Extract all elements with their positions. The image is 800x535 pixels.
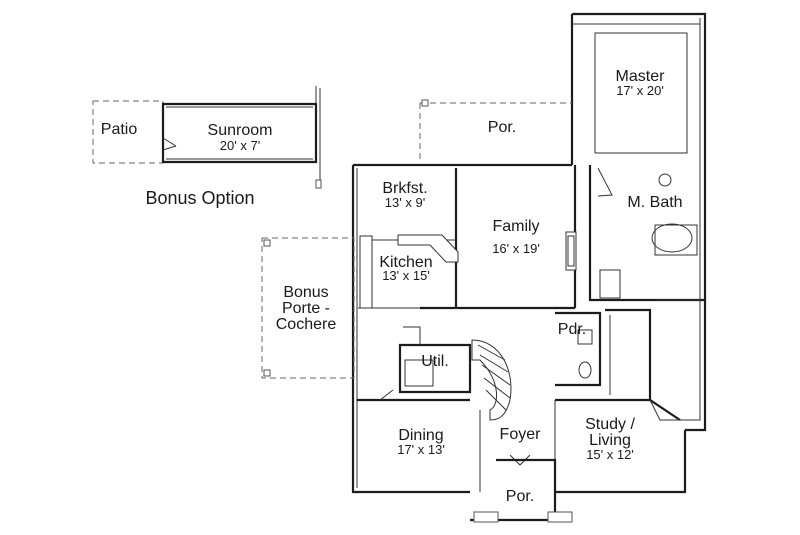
bonus-option-plan	[92, 86, 322, 189]
powder-label: Pdr.	[558, 321, 586, 338]
rear-porch-label: Por.	[488, 119, 516, 136]
master-label: Master	[616, 68, 666, 85]
front-porch-label: Por.	[506, 488, 534, 505]
porte-cochere-area	[261, 237, 355, 379]
sunroom-label: Sunroom	[208, 122, 273, 139]
study-label-line2: Living	[589, 432, 631, 449]
master-dimensions: 17' x 20'	[616, 83, 664, 98]
breakfast-label: Brkfst.	[382, 180, 427, 197]
porte-cochere-line2: Porte -	[282, 300, 330, 317]
house-walls	[351, 12, 707, 523]
family-label: Family	[492, 218, 539, 235]
kitchen-dimensions: 13' x 15'	[382, 268, 430, 283]
breakfast-dimensions: 13' x 9'	[385, 195, 425, 210]
study-label-line1: Study /	[585, 416, 635, 433]
porte-cochere-line1: Bonus	[283, 284, 328, 301]
bonus-option-caption: Bonus Option	[145, 188, 254, 208]
utility-label: Util.	[421, 353, 449, 370]
study-dimensions: 15' x 12'	[586, 447, 634, 462]
sunroom-walls	[161, 102, 318, 164]
master-bath-label: M. Bath	[627, 194, 682, 211]
foyer-label: Foyer	[500, 426, 542, 443]
sunroom-dimensions: 20' x 7'	[220, 138, 260, 153]
dining-dimensions: 17' x 13'	[397, 442, 445, 457]
family-dimensions: 16' x 19'	[492, 241, 540, 256]
porte-cochere-line3: Cochere	[276, 316, 337, 333]
patio-label: Patio	[101, 121, 138, 138]
dining-label: Dining	[398, 427, 443, 444]
kitchen-label: Kitchen	[379, 254, 432, 271]
